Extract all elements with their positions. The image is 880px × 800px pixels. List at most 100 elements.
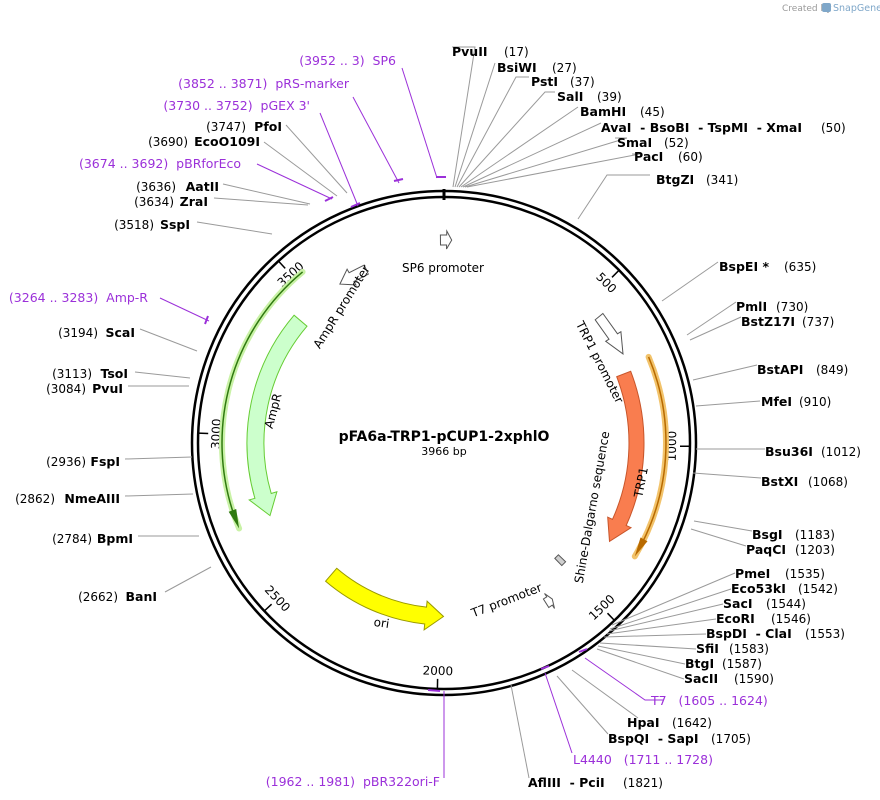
enzyme-position: (1587) [722, 657, 762, 671]
enzyme-label: PmlI [736, 299, 767, 314]
trp1-orf-arrowhead [634, 537, 648, 557]
enzyme-position: (1183) [795, 528, 835, 542]
enzyme-position: (737) [802, 315, 834, 329]
enzyme-label: BstXI [761, 474, 798, 489]
enzyme-label: FspI [90, 454, 120, 469]
enzyme-label-group: PvuII (17) BsiWI (27) PstI (37) SalI (39… [452, 44, 861, 790]
enzyme-position: (1546) [771, 612, 811, 626]
enzyme-position: (1068) [808, 475, 848, 489]
enzyme-label-group-left: BanI (2662) BpmI (2784) NmeAIII (2862) F… [15, 119, 282, 604]
enzyme-position: (3634) [134, 195, 174, 209]
enzyme-position: (2862) [15, 492, 55, 506]
enzyme-label: PacI [634, 149, 663, 164]
enzyme-label: BsiWI [497, 60, 537, 75]
enzyme-label: BspEI * [719, 259, 769, 274]
enzyme-label: BstAPI [757, 362, 803, 377]
enzyme-label: PfoI [254, 119, 282, 134]
ampr-promoter-arrow [339, 264, 369, 286]
enzyme-position: (1590) [734, 672, 774, 686]
primer-label: (3852 .. 3871) pRS-marker [178, 76, 350, 91]
credit-text: Created by [782, 4, 832, 14]
primer-marks [204, 176, 588, 692]
tick-label: 2000 [422, 664, 453, 679]
enzyme-position: (1542) [798, 582, 838, 596]
enzyme-label: BtgI [685, 656, 714, 671]
plasmid-length: 3966 bp [421, 445, 466, 458]
ring-tick-mark [277, 260, 286, 269]
ring-ticks: 500 1000 1500 2000 2500 3000 3500 [198, 259, 691, 689]
enzyme-position: (45) [640, 105, 665, 119]
enzyme-label: BpmI [97, 531, 133, 546]
enzyme-label: ZraI [180, 194, 208, 209]
shine-dalgarno-label: Shine-Dalgarno sequence [572, 430, 613, 584]
enzyme-label: SalI [557, 89, 583, 104]
primer-label-group: (3952 .. 3) SP6 (3852 .. 3871) pRS-marke… [9, 53, 768, 789]
snapgene-logo-icon [822, 3, 831, 12]
enzyme-position: (52) [664, 136, 689, 150]
enzyme-label: PvuI [92, 381, 123, 396]
enzyme-position: (635) [784, 260, 816, 274]
enzyme-label: AvaI - BsoBI - TspMI - XmaI [601, 120, 802, 135]
enzyme-position: (910) [799, 395, 831, 409]
enzyme-label: HpaI [627, 715, 660, 730]
enzyme-position: (341) [706, 173, 738, 187]
enzyme-position: (1012) [821, 445, 861, 459]
enzyme-position: (3636) [136, 180, 176, 194]
ampr-promoter-label: AmpR promoter [310, 263, 372, 351]
enzyme-label: PaqCI [746, 542, 786, 557]
enzyme-position: (3747) [206, 120, 246, 134]
enzyme-position: (1544) [766, 597, 806, 611]
trp1-promoter-label: TRP1 promoter [572, 318, 626, 406]
enzyme-label: SmaI [617, 135, 652, 150]
plasmid-name: pFA6a-TRP1-pCUP1-2xphlO [339, 429, 550, 445]
primer-leader-lines [159, 67, 663, 778]
sp6-promoter-arrow [439, 229, 453, 250]
primer-label: (3264 .. 3283) Amp-R [9, 290, 148, 305]
enzyme-position: (27) [552, 61, 577, 75]
enzyme-label: NmeAIII [64, 491, 120, 506]
enzyme-label: SacII [684, 671, 718, 686]
trp1-orf-line [640, 356, 667, 545]
enzyme-position: (730) [776, 300, 808, 314]
enzyme-position: (50) [821, 121, 846, 135]
enzyme-label: BamHI [580, 104, 626, 119]
enzyme-position: (1553) [805, 627, 845, 641]
enzyme-label: AatII [186, 179, 219, 194]
enzyme-label: PstI [531, 74, 558, 89]
enzyme-position: (1705) [711, 732, 751, 746]
enzyme-label: SfiI [696, 641, 719, 656]
enzyme-label: BstZ17I [741, 314, 795, 329]
enzyme-label: PvuII [452, 44, 488, 59]
enzyme-position: (2936) [46, 455, 86, 469]
ampr-arrow [246, 314, 308, 517]
enzyme-position: (2662) [78, 590, 118, 604]
t7-promoter-label: T7 promoter [468, 580, 544, 620]
enzyme-label: Bsu36I [765, 444, 813, 459]
enzyme-position: (849) [816, 363, 848, 377]
ring-tick-mark [606, 612, 615, 621]
primer-label: (3730 .. 3752) pGEX 3' [163, 98, 310, 113]
trp1-promoter-arrow [594, 312, 624, 355]
enzyme-label: BspDI - ClaI [706, 626, 792, 641]
primer-label: (1962 .. 1981) pBR322ori-F [266, 774, 440, 789]
sp6-promoter-label: SP6 promoter [402, 261, 484, 275]
enzyme-position: (17) [504, 45, 529, 59]
ori-label: ori [373, 615, 390, 631]
primer-label: (3952 .. 3) SP6 [299, 53, 396, 68]
enzyme-label: AflIII - PciI [528, 775, 605, 790]
ring-tick-mark [263, 603, 273, 612]
enzyme-label: BspQI - SapI [608, 731, 698, 746]
leader-lines [124, 46, 765, 779]
enzyme-label: Eco53kI [731, 581, 786, 596]
enzyme-position: (2784) [52, 532, 92, 546]
enzyme-position: (39) [597, 90, 622, 104]
enzyme-position: (3113) [52, 367, 92, 381]
primer-label: L4440 (1711 .. 1728) [573, 752, 713, 767]
enzyme-label: BanI [125, 589, 157, 604]
enzyme-position: (1535) [785, 567, 825, 581]
primer-label: T7 (1605 .. 1624) [650, 693, 768, 708]
enzyme-label: ScaI [106, 325, 136, 340]
enzyme-position: (37) [570, 75, 595, 89]
enzyme-label: PmeI [735, 566, 770, 581]
